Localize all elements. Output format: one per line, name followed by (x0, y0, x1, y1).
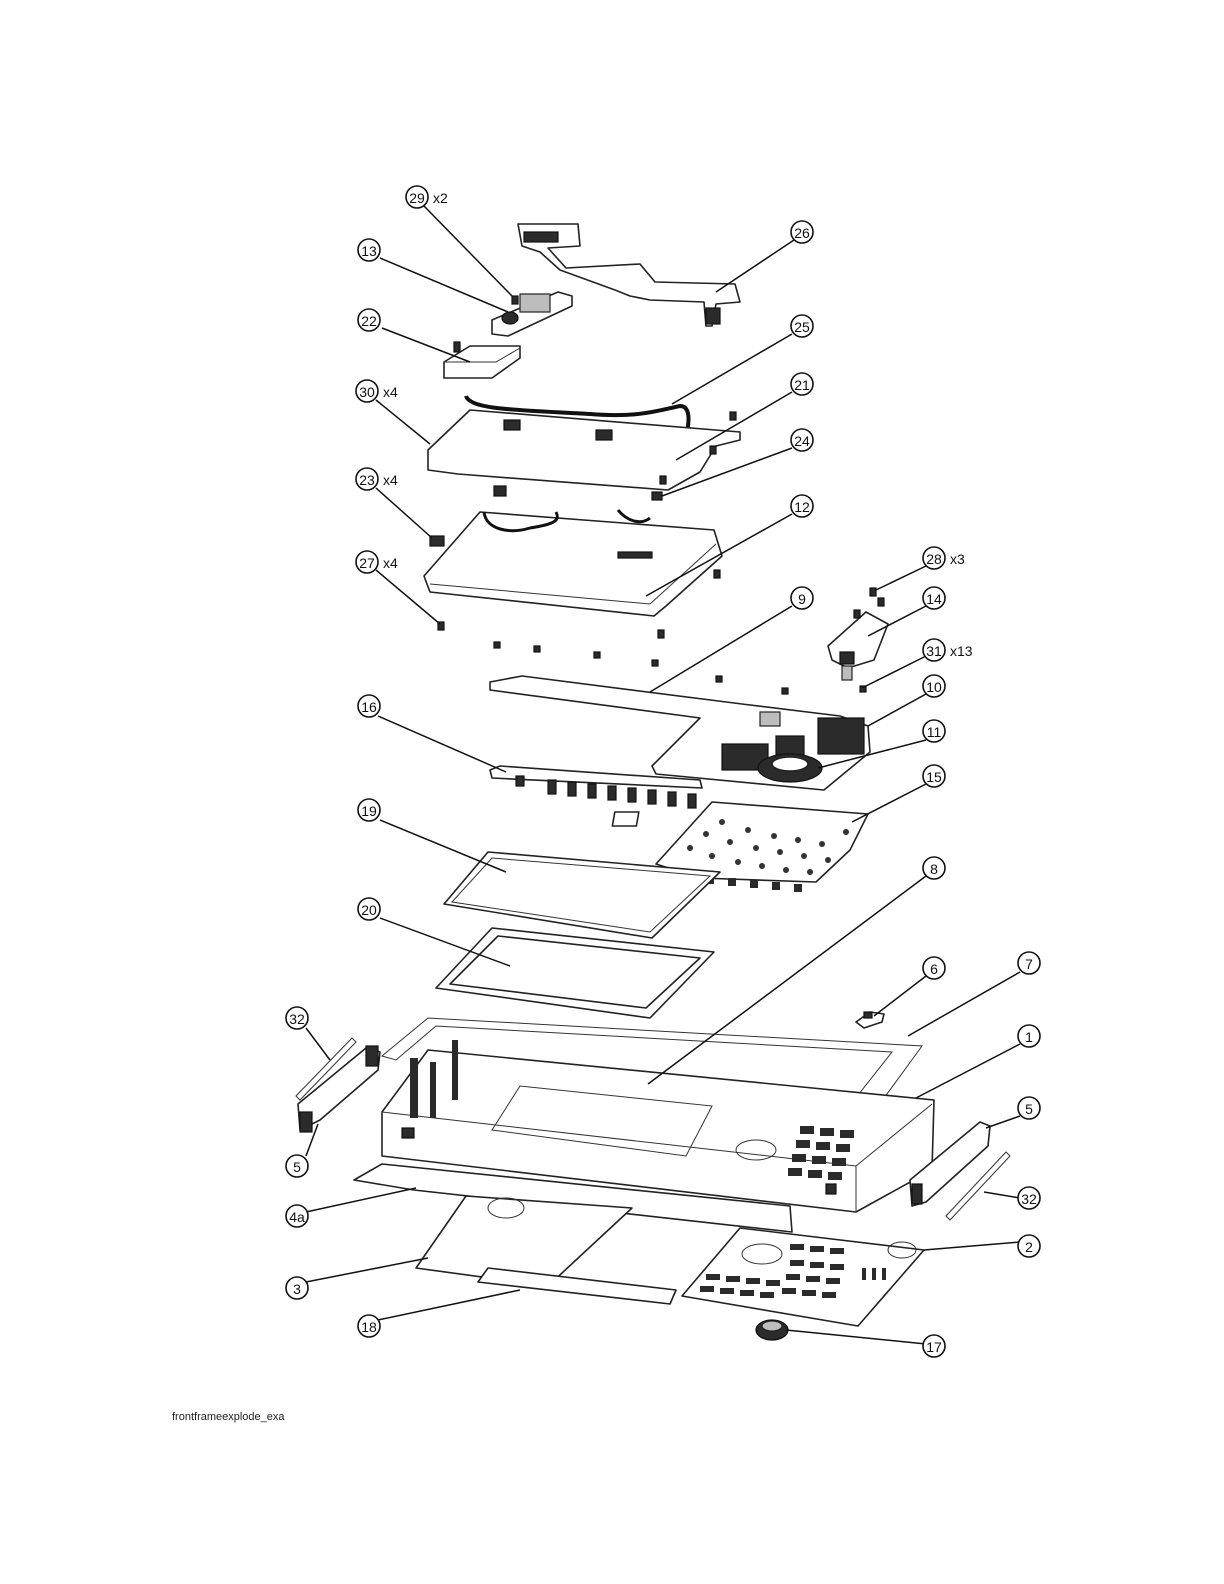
callout-29: 29 x2 (406, 186, 448, 208)
callout-number: 32 (1021, 1191, 1037, 1207)
callout-30: 30 x4 (356, 380, 398, 402)
callout-25: 25 (791, 315, 813, 337)
callout-7: 7 (1018, 952, 1040, 974)
callout-number: 32 (289, 1011, 305, 1027)
callout-number: 13 (361, 243, 377, 259)
part-12-lcd-assembly (424, 486, 722, 616)
callout-14: 14 (923, 587, 945, 609)
callout-8: 8 (923, 857, 945, 879)
callout-number: 14 (926, 591, 942, 607)
callout-31: 31 x13 (923, 639, 973, 661)
callout-32: 32 (286, 1007, 308, 1029)
callout-22: 22 (358, 309, 380, 331)
part-18-window-film (478, 1268, 676, 1304)
callout-number: 8 (930, 861, 938, 877)
callout-number: 5 (293, 1159, 301, 1175)
callout-number: 28 (926, 551, 942, 567)
callout-3: 3 (286, 1277, 308, 1299)
callout-number: 25 (794, 319, 810, 335)
part-13-small-board (492, 292, 572, 336)
callout-6: 6 (923, 957, 945, 979)
callout-24: 24 (791, 429, 813, 451)
callout-13: 13 (358, 239, 380, 261)
callout-number: 2 (1025, 1239, 1033, 1255)
callout-16: 16 (358, 695, 380, 717)
part-20-bezel-frame (436, 928, 714, 1018)
callout-quantity: x4 (383, 384, 398, 400)
callout-5: 5 (286, 1155, 308, 1177)
callout-20: 20 (358, 898, 380, 920)
callout-number: 20 (361, 902, 377, 918)
callout-number: 1 (1025, 1029, 1033, 1045)
callout-18: 18 (358, 1315, 380, 1337)
callout-number: 18 (361, 1319, 377, 1335)
callout-32: 32 (1018, 1187, 1040, 1209)
callout-number: 11 (927, 724, 942, 740)
callout-number: 16 (361, 699, 377, 715)
part-22-bracket (444, 342, 520, 378)
callout-quantity: x13 (950, 643, 973, 659)
callout-2: 2 (1018, 1235, 1040, 1257)
callout-number: 30 (359, 384, 375, 400)
callout-number: 5 (1025, 1101, 1033, 1117)
callout-10: 10 (923, 675, 945, 697)
callout-number: 3 (293, 1281, 301, 1297)
callout-number: 4a (289, 1209, 305, 1225)
callout-number: 27 (359, 555, 375, 571)
callout-12: 12 (791, 495, 813, 517)
callout-5: 5 (1018, 1097, 1040, 1119)
callout-4a: 4a (286, 1205, 308, 1227)
callout-27: 27 x4 (356, 551, 398, 573)
callout-9: 9 (791, 587, 813, 609)
part-6-clip (856, 1012, 884, 1028)
callout-number: 12 (794, 499, 810, 515)
callout-number: 21 (794, 377, 810, 393)
callout-21: 21 (791, 373, 813, 395)
callout-number: 7 (1025, 956, 1033, 972)
callout-quantity: x3 (950, 551, 965, 567)
callout-number: 10 (926, 679, 942, 695)
callout-28: 28 x3 (923, 547, 965, 569)
callout-1: 1 (1018, 1025, 1040, 1047)
callout-number: 23 (359, 472, 375, 488)
callout-number: 26 (794, 225, 810, 241)
callout-number: 29 (409, 190, 425, 206)
callout-11: 11 (923, 720, 945, 742)
callout-number: 22 (361, 313, 377, 329)
part-17-knob (756, 1320, 788, 1340)
part-2-front-panel-overlay (682, 1228, 924, 1326)
callout-19: 19 (358, 799, 380, 821)
callout-quantity: x4 (383, 555, 398, 571)
callout-15: 15 (923, 765, 945, 787)
callout-number: 9 (798, 591, 806, 607)
callout-number: 17 (926, 1339, 942, 1355)
part-14-board (828, 588, 888, 692)
callout-number: 19 (361, 803, 377, 819)
figure-caption: frontframeexplode_exa (172, 1411, 285, 1423)
callout-number: 31 (926, 643, 942, 659)
callout-number: 6 (930, 961, 938, 977)
callout-number: 24 (794, 433, 810, 449)
callout-26: 26 (791, 221, 813, 243)
callout-17: 17 (923, 1335, 945, 1357)
callout-23: 23 x4 (356, 468, 398, 490)
callout-quantity: x2 (433, 190, 448, 206)
callout-number: 15 (926, 769, 942, 785)
callout-quantity: x4 (383, 472, 398, 488)
